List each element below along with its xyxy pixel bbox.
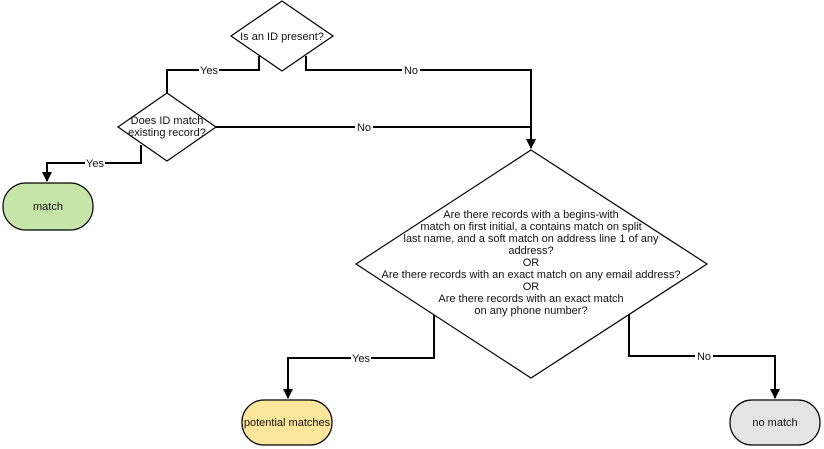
svg-text:Yes: Yes [200,65,218,77]
svg-text:last name, and a soft match on: last name, and a soft match on address l… [404,233,659,245]
svg-text:Yes: Yes [352,353,370,365]
svg-text:Is an ID present?: Is an ID present? [240,31,324,43]
terminal-match: match [2,182,94,231]
edge-label-id-present-yes: Yes [199,64,219,77]
svg-text:potential matches: potential matches [244,417,331,429]
edge-label-id-match-yes: Yes [85,157,105,170]
svg-text:OR: OR [523,257,540,269]
svg-text:No: No [404,65,418,77]
edge-id-present-yes [162,56,260,106]
svg-text:existing record?: existing record? [128,127,206,139]
svg-text:Are there records with a begin: Are there records with a begins-with [443,209,618,221]
terminal-potential-matches: potential matches [241,399,333,446]
svg-text:OR: OR [523,281,540,293]
svg-text:Are there records with an exac: Are there records with an exact match [438,293,623,305]
svg-text:address?: address? [508,245,553,257]
edge-label-records-no: No [695,350,713,363]
svg-text:match on first initial, a cont: match on first initial, a contains match… [420,221,641,233]
decision-records-check: Are there records with a begins-with mat… [354,149,709,379]
edge-label-records-yes: Yes [351,352,371,365]
edge-label-id-match-no: No [355,121,373,134]
svg-text:Yes: Yes [86,158,104,170]
svg-text:on any phone number?: on any phone number? [474,305,587,317]
terminal-no-match: no match [729,399,821,446]
svg-text:No: No [357,122,371,134]
edge-label-id-present-no: No [402,64,420,77]
svg-text:Does ID match: Does ID match [131,115,204,127]
svg-text:No: No [697,351,711,363]
decision-id-present: Is an ID present? [229,0,335,72]
svg-text:no match: no match [752,417,797,429]
svg-text:match: match [33,201,63,213]
decision-id-match: Does ID match existing record? [116,92,218,162]
svg-text:Are there records with an exac: Are there records with an exact match on… [382,269,681,281]
